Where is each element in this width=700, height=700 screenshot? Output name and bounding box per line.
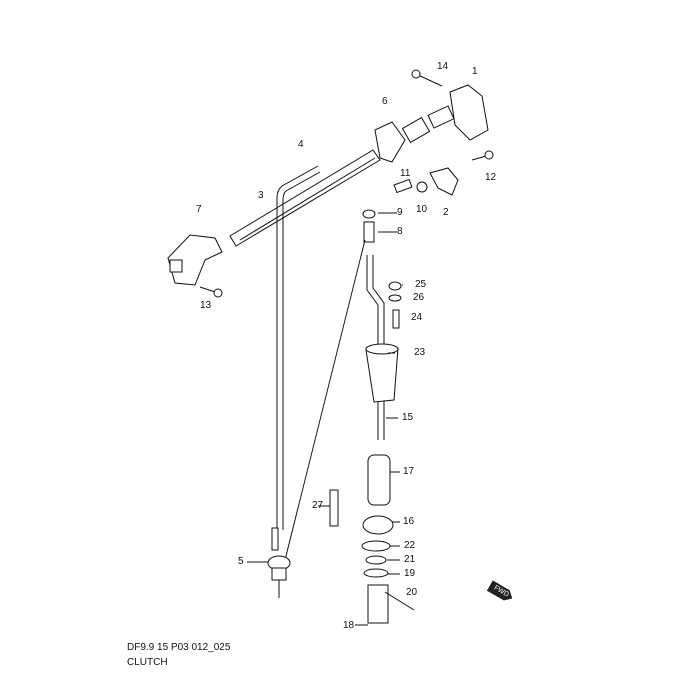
model-code: DF9.9 15 P03 012_025: [127, 642, 231, 653]
callout-1: 1: [472, 66, 478, 77]
callout-27: 27: [312, 500, 324, 511]
part-17-bellows: [367, 454, 391, 506]
callout-24: 24: [411, 312, 423, 323]
callout-19: 19: [404, 568, 416, 579]
part-21-oring: [365, 555, 387, 565]
callout-22: 22: [404, 540, 416, 551]
part-24-stud: [392, 309, 400, 329]
part-27-pin: [329, 489, 339, 527]
callout-5: 5: [238, 556, 244, 567]
part-9-nut: [362, 209, 376, 219]
callout-2: 2: [443, 207, 449, 218]
part-14-bolt: [411, 69, 443, 87]
part-8-sleeve: [363, 221, 375, 243]
part-5-grommet: [267, 555, 291, 598]
part-22-ring: [361, 540, 391, 552]
callout-8: 8: [397, 226, 403, 237]
part-18-cam: [367, 584, 389, 624]
callout-14: 14: [437, 61, 449, 72]
part-1-lever: [427, 84, 489, 141]
part-2-plate: [429, 167, 459, 196]
part-12-bolt: [471, 150, 494, 161]
callout-11: 11: [400, 168, 411, 179]
callout-23: 23: [414, 347, 426, 358]
callout-7: 7: [196, 204, 202, 215]
part-16-guide: [362, 515, 394, 535]
callout-13: 13: [200, 300, 212, 311]
callout-18: 18: [343, 620, 355, 631]
part-26-washer: [388, 294, 402, 302]
callout-17: 17: [403, 466, 415, 477]
callout-25: 25: [415, 279, 427, 290]
part-20-pin: [384, 591, 415, 611]
callout-16: 16: [403, 516, 415, 527]
part-23-boot: [365, 347, 399, 403]
diagram-title: CLUTCH: [127, 657, 168, 668]
callout-15: 15: [402, 412, 414, 423]
part-6-bracket: [374, 116, 431, 163]
part-7-lever: [167, 234, 223, 286]
callout-4: 4: [298, 139, 304, 150]
callout-26: 26: [413, 292, 425, 303]
part-11-spring: [393, 178, 413, 194]
callout-21: 21: [404, 554, 416, 565]
part-13-bolt: [199, 286, 223, 298]
callout-9: 9: [397, 207, 403, 218]
part-25-nut: [388, 281, 402, 291]
callout-20: 20: [406, 587, 418, 598]
callout-6: 6: [382, 96, 388, 107]
leader-line: [284, 239, 366, 561]
part-3-shaft: [229, 149, 381, 247]
callout-12: 12: [485, 172, 497, 183]
part-4-rod: [271, 165, 321, 551]
callout-10: 10: [416, 204, 428, 215]
callout-3: 3: [258, 190, 264, 201]
part-10-ball: [416, 181, 428, 193]
part-19-washer: [363, 568, 389, 578]
